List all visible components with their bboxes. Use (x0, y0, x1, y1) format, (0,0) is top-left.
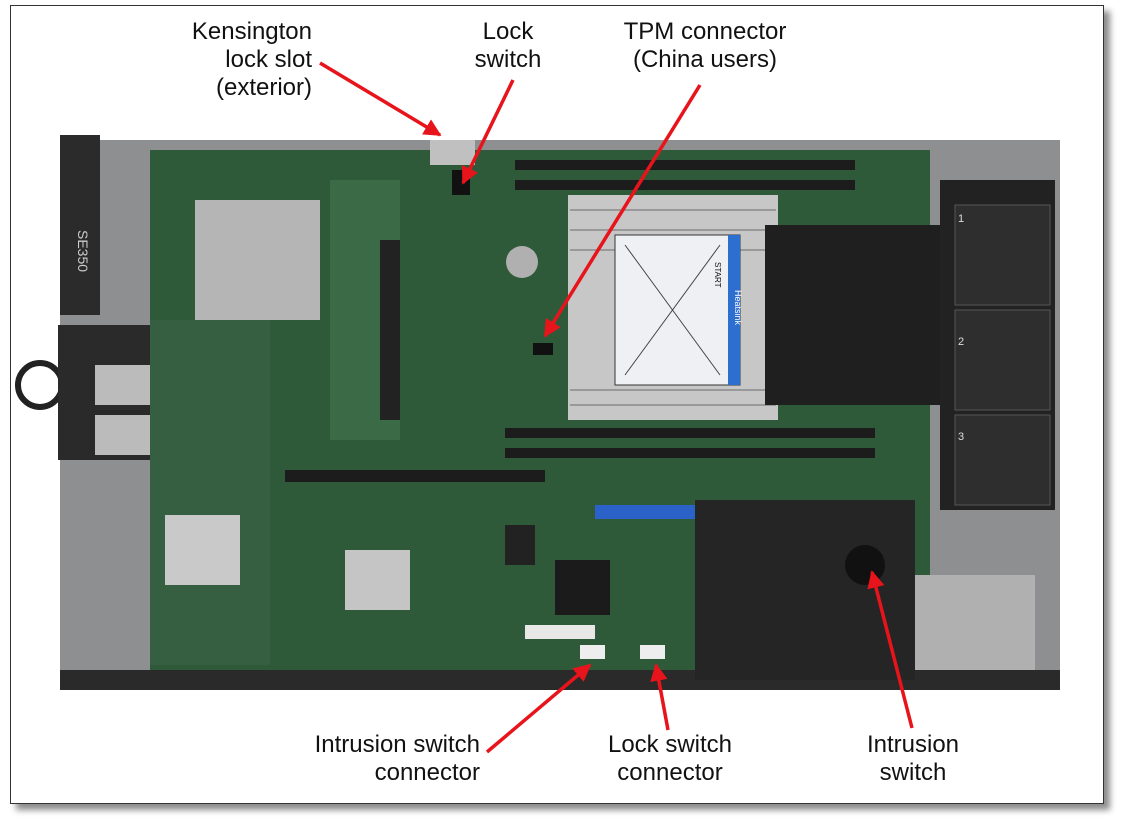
label-line: lock slot (225, 46, 312, 73)
intrusion-switch-connector (580, 645, 605, 659)
start-marking: START (713, 262, 722, 288)
kensington-label: Kensington lock slot (exterior) (150, 18, 312, 102)
fan-3-label: 3 (958, 431, 964, 443)
intrusion-switch-arrow (867, 570, 914, 729)
fan-2 (954, 309, 1051, 411)
label-line: (exterior) (215, 74, 312, 101)
label-line: Intrusion switch (314, 731, 480, 758)
m2-slot (380, 240, 400, 420)
chipset-heatsink (345, 550, 410, 610)
label-line: connector (374, 759, 480, 786)
front-bezel (60, 135, 100, 315)
tpm-connector (533, 343, 553, 355)
lock-switch-label: Lock switch (448, 18, 568, 74)
lock-connector-arrow (650, 663, 670, 731)
fan-2-label: 2 (958, 336, 964, 348)
fan-1-label: 1 (958, 213, 964, 225)
rj45-port (95, 365, 150, 405)
heatsink-marking: Heatsink (733, 290, 743, 326)
heatsink-blue-band (728, 235, 740, 385)
kensington-arrow (319, 61, 442, 137)
intrusion-connector-label: Intrusion switch connector (270, 731, 480, 787)
label-line: Lock (482, 18, 534, 45)
handle-ring (15, 360, 65, 410)
label-line: switch (474, 46, 542, 73)
intrusion-switch-label: Intrusion switch (843, 731, 983, 787)
intrusion-switch-button (845, 545, 885, 585)
label-line: Kensington (191, 18, 312, 45)
label-line: (China users) (632, 46, 778, 73)
fan-1 (954, 204, 1051, 306)
dimm-slot (505, 428, 875, 438)
label-line: TPM connector (623, 18, 787, 45)
label-line: switch (879, 759, 947, 786)
tpm-label: TPM connector (China users) (600, 18, 810, 74)
dimm-slot (515, 180, 855, 190)
lock-switch-connector (640, 645, 665, 659)
wireless-adapter (195, 200, 320, 320)
pcie-slot (285, 470, 545, 482)
lock-connector-label: Lock switch connector (590, 731, 750, 787)
label-line: Lock switch (607, 731, 733, 758)
rj45-port (95, 415, 150, 455)
lock-switch-arrow (461, 79, 515, 185)
connector (525, 625, 595, 639)
label-line: Intrusion (866, 731, 960, 758)
label-line: connector (617, 759, 723, 786)
dimm-slot (505, 448, 875, 458)
tpm-arrow (543, 84, 702, 338)
intrusion-connector-arrow (485, 663, 592, 754)
nic-heatsink (165, 515, 240, 585)
cmos-battery (506, 246, 538, 278)
intrusion-switch-bracket (695, 500, 915, 680)
dimm-slot (515, 160, 855, 170)
fan-3 (954, 414, 1051, 506)
model-marking: SE350 (75, 230, 91, 272)
air-baffle (765, 225, 940, 405)
network-card (150, 320, 270, 665)
chip (505, 525, 535, 565)
kensington-slot (430, 140, 475, 165)
chip (555, 560, 610, 615)
power-supply-grille (915, 575, 1035, 670)
